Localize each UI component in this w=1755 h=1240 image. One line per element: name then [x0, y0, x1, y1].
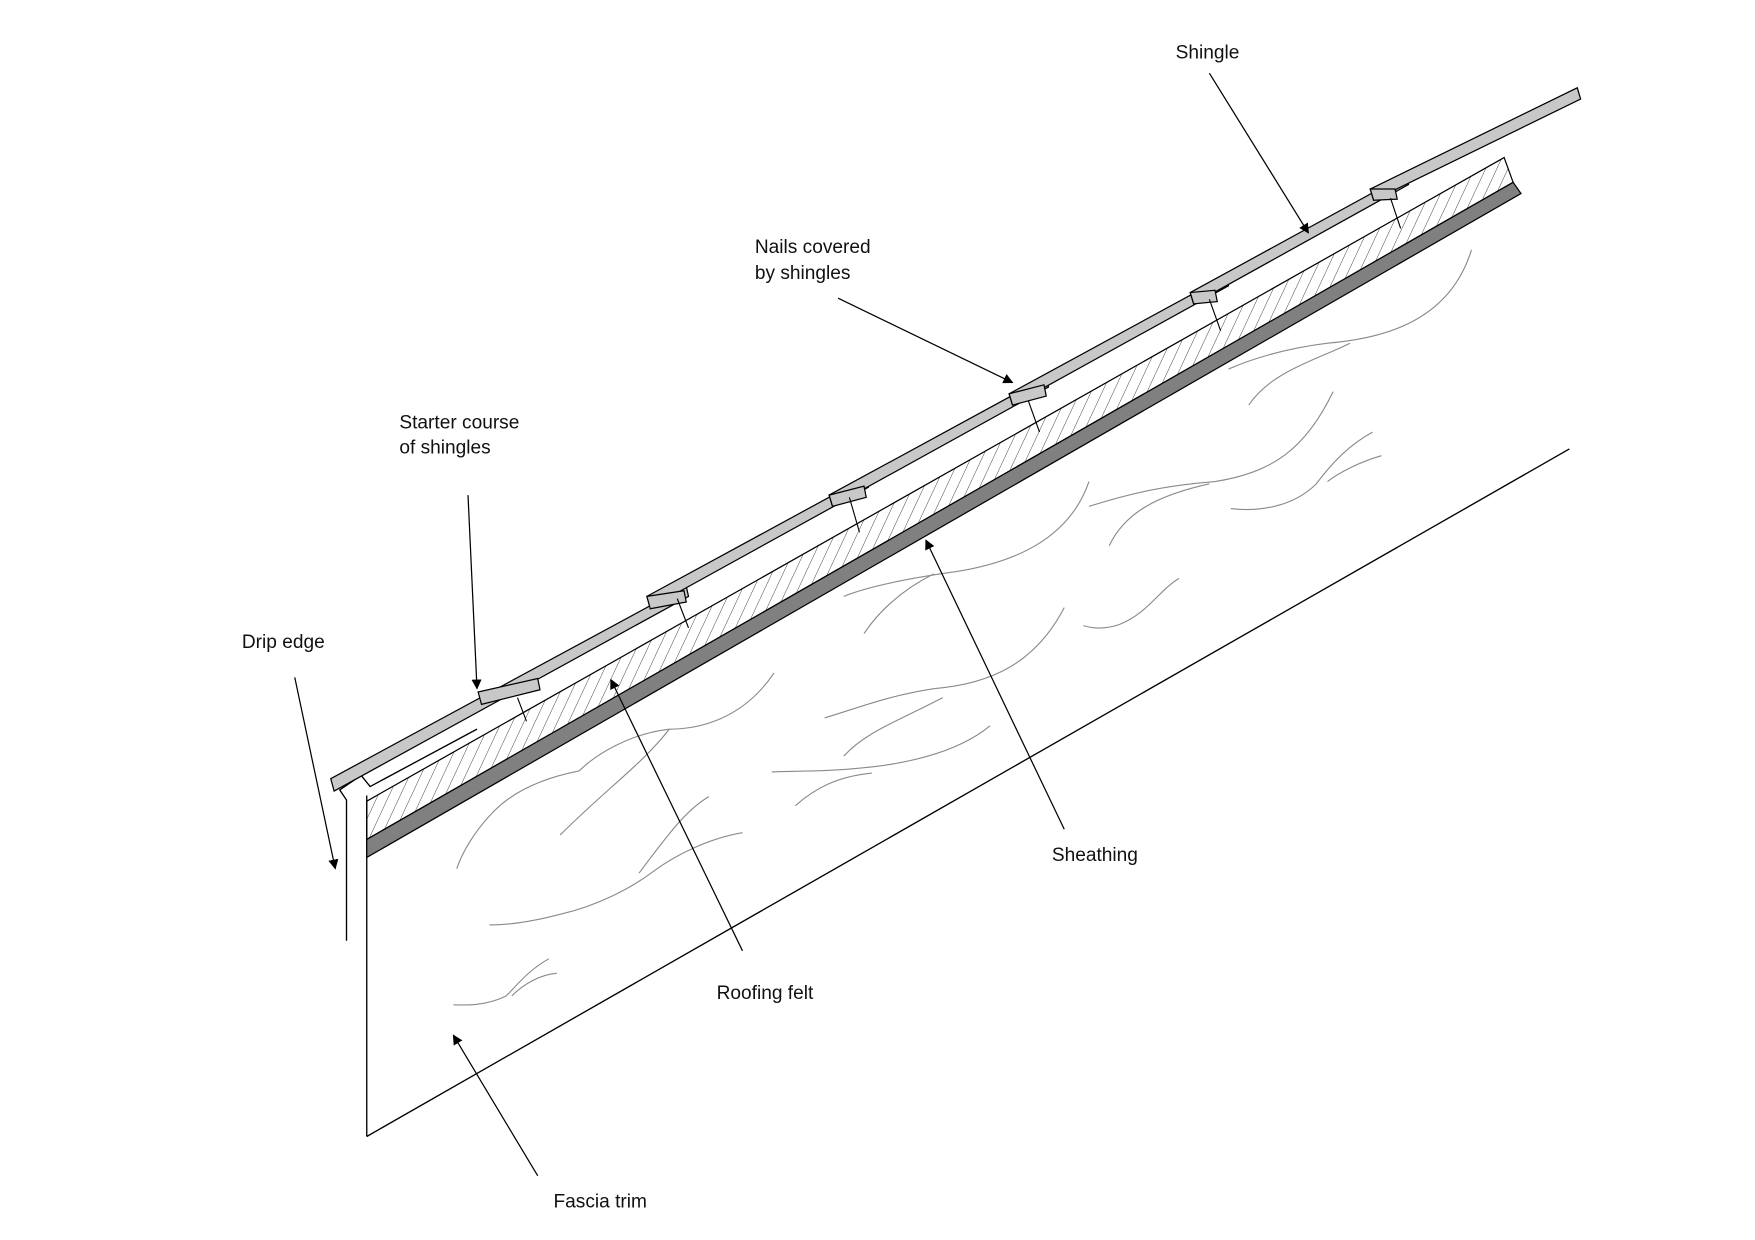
nail — [1389, 197, 1402, 229]
shingle-arrow — [1208, 72, 1309, 234]
label-roofing-felt: Roofing felt — [717, 983, 814, 1004]
shingle-tab — [1189, 289, 1218, 305]
fascia-trim-arrow — [452, 1034, 539, 1177]
nail — [848, 497, 861, 533]
label-fascia-trim: Fascia trim — [554, 1191, 647, 1212]
label-shingle: Shingle — [1176, 43, 1240, 64]
label-drip-edge: Drip edge — [242, 632, 325, 653]
label-starter-line1: Starter course — [399, 413, 519, 434]
label-nails-line1: Nails covered — [755, 237, 871, 258]
label-nails-line2: by shingles — [755, 263, 851, 284]
fascia-board — [366, 448, 1570, 1138]
starter-shingle-tab — [477, 677, 541, 706]
starter-course-arrow — [467, 495, 482, 690]
nails-arrow — [837, 297, 1014, 384]
shingle-tab — [1369, 188, 1399, 201]
roofing-felt-arrow — [610, 678, 744, 952]
sheathing-band — [366, 181, 1522, 859]
leader-arrows — [294, 72, 1309, 1177]
sheathing-arrow — [925, 539, 1065, 830]
nail — [1208, 299, 1222, 332]
label-sheathing: Sheathing — [1052, 845, 1138, 866]
nail — [676, 598, 690, 629]
roofing-felt-layer — [366, 156, 1514, 841]
shingle-tab — [646, 590, 687, 610]
nails — [516, 197, 1402, 722]
drip-edge-arrow — [294, 677, 339, 870]
shingle-tab — [1008, 384, 1047, 406]
shingles — [330, 86, 1582, 792]
label-starter-line2: of shingles — [399, 437, 490, 458]
shingle-tab — [828, 485, 867, 508]
wood-grain — [453, 249, 1473, 1006]
nail — [516, 697, 528, 722]
nail — [1027, 400, 1041, 433]
